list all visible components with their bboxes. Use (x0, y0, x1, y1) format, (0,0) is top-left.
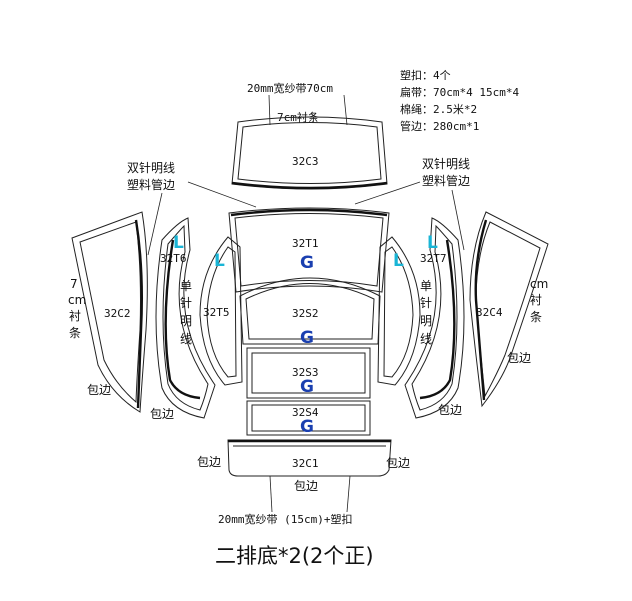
binding-c2: 包边 (87, 383, 111, 397)
diagram-title: 二排底*2(2个正) (215, 544, 374, 568)
piece-label-32t7: 32T7 (420, 252, 447, 265)
left-lining-char: 衬 (69, 309, 81, 323)
piece-32t7: 32T7 L (404, 217, 465, 419)
l-mark-t6: L (173, 233, 184, 253)
l-mark-t7: L (427, 233, 438, 253)
piece-32c2: 32C2 (71, 211, 148, 413)
double-needle-right-2: 塑料管边 (422, 173, 470, 188)
right-lining-char: cm (530, 277, 548, 291)
piece-32c3: 32C3 (231, 116, 388, 190)
piece-label-32c3: 32C3 (292, 155, 319, 168)
piece-label-32t1: 32T1 (292, 237, 319, 250)
piece-label-32t6: 32T6 (160, 252, 187, 265)
piece-label-32s4: 32S4 (292, 406, 319, 419)
piece-32c4: 32C4 (469, 211, 549, 408)
g-mark-t1: G (300, 253, 314, 273)
bottom-strap-right (346, 475, 351, 513)
piece-32t5-mirror: L (377, 236, 421, 386)
bottom-band-label: 20mm宽纱带 (15cm)+塑扣 (218, 512, 352, 526)
note-flat-strap: 扁带：70cm*4 15cm*4 (400, 86, 519, 99)
binding-c1-right: 包边 (386, 456, 410, 470)
right-lining-char: 条 (530, 310, 542, 324)
top-strap-left (268, 94, 271, 126)
note-cotton-rope: 棉绳：2.5米*2 (400, 102, 477, 116)
piece-label-32c1: 32C1 (292, 457, 319, 470)
note-piping: 管边：280cm*1 (400, 119, 479, 133)
piece-32t1: 32T1 G (228, 207, 390, 293)
binding-c1-bottom: 包边 (294, 479, 318, 493)
piece-label-32s2: 32S2 (292, 307, 319, 320)
binding-c4: 包边 (507, 351, 531, 365)
note-buckles: 塑扣：4个 (400, 68, 451, 82)
l-mark-t5: L (214, 251, 225, 271)
piece-32s4: 32S4 G (246, 400, 371, 437)
g-mark-s2: G (300, 328, 314, 348)
l-mark-t5-mirror: L (393, 251, 404, 271)
single-needle-left-char: 明 (180, 314, 192, 328)
piece-32c1: 32C1 (227, 439, 392, 477)
binding-t7: 包边 (438, 403, 462, 417)
single-needle-left-char: 针 (180, 295, 192, 310)
g-mark-s4: G (300, 417, 314, 437)
piece-label-32t5: 32T5 (203, 306, 230, 319)
single-needle-right-char: 针 (420, 295, 432, 310)
top-band-label: 20mm宽纱带70cm (247, 81, 333, 95)
leader-left-top (187, 181, 257, 208)
right-lining-char: 衬 (530, 293, 542, 307)
piece-32s3: 32S3 G (246, 347, 371, 399)
single-needle-left-label: 单 针 明 线 (180, 279, 192, 346)
left-lining-char: 7 (70, 277, 78, 291)
left-lining-label: 7 cm 衬 条 (68, 277, 86, 340)
top-strap-right (343, 94, 348, 126)
binding-t6: 包边 (150, 407, 174, 421)
single-needle-right-char: 明 (420, 314, 432, 328)
double-needle-left-2: 塑料管边 (127, 177, 175, 192)
piece-label-32c2: 32C2 (104, 307, 131, 320)
leader-right-top (354, 181, 421, 205)
piece-label-32s3: 32S3 (292, 366, 319, 379)
leader-left-side (147, 192, 163, 256)
piece-32t6: 32T6 L (155, 217, 216, 419)
single-needle-right-label: 单 针 明 线 (420, 279, 432, 346)
right-lining-label: cm 衬 条 (530, 277, 548, 324)
single-needle-left-char: 线 (180, 332, 192, 346)
piece-32s2: 32S2 G (239, 277, 381, 348)
bottom-strap-left (269, 475, 273, 513)
piece-label-32c4: 32C4 (476, 306, 503, 319)
single-needle-left-char: 单 (180, 279, 192, 293)
piece-32t5: 32T5 L (199, 236, 243, 386)
single-needle-right-char: 单 (420, 279, 432, 293)
single-needle-right-char: 线 (420, 332, 432, 346)
double-needle-left-1: 双针明线 (127, 160, 175, 175)
binding-c1-left: 包边 (197, 455, 221, 469)
leader-right-side (451, 189, 465, 251)
g-mark-s3: G (300, 377, 314, 397)
left-lining-char: 条 (69, 326, 81, 340)
double-needle-right-1: 双针明线 (422, 156, 470, 171)
left-lining-char: cm (68, 293, 86, 307)
